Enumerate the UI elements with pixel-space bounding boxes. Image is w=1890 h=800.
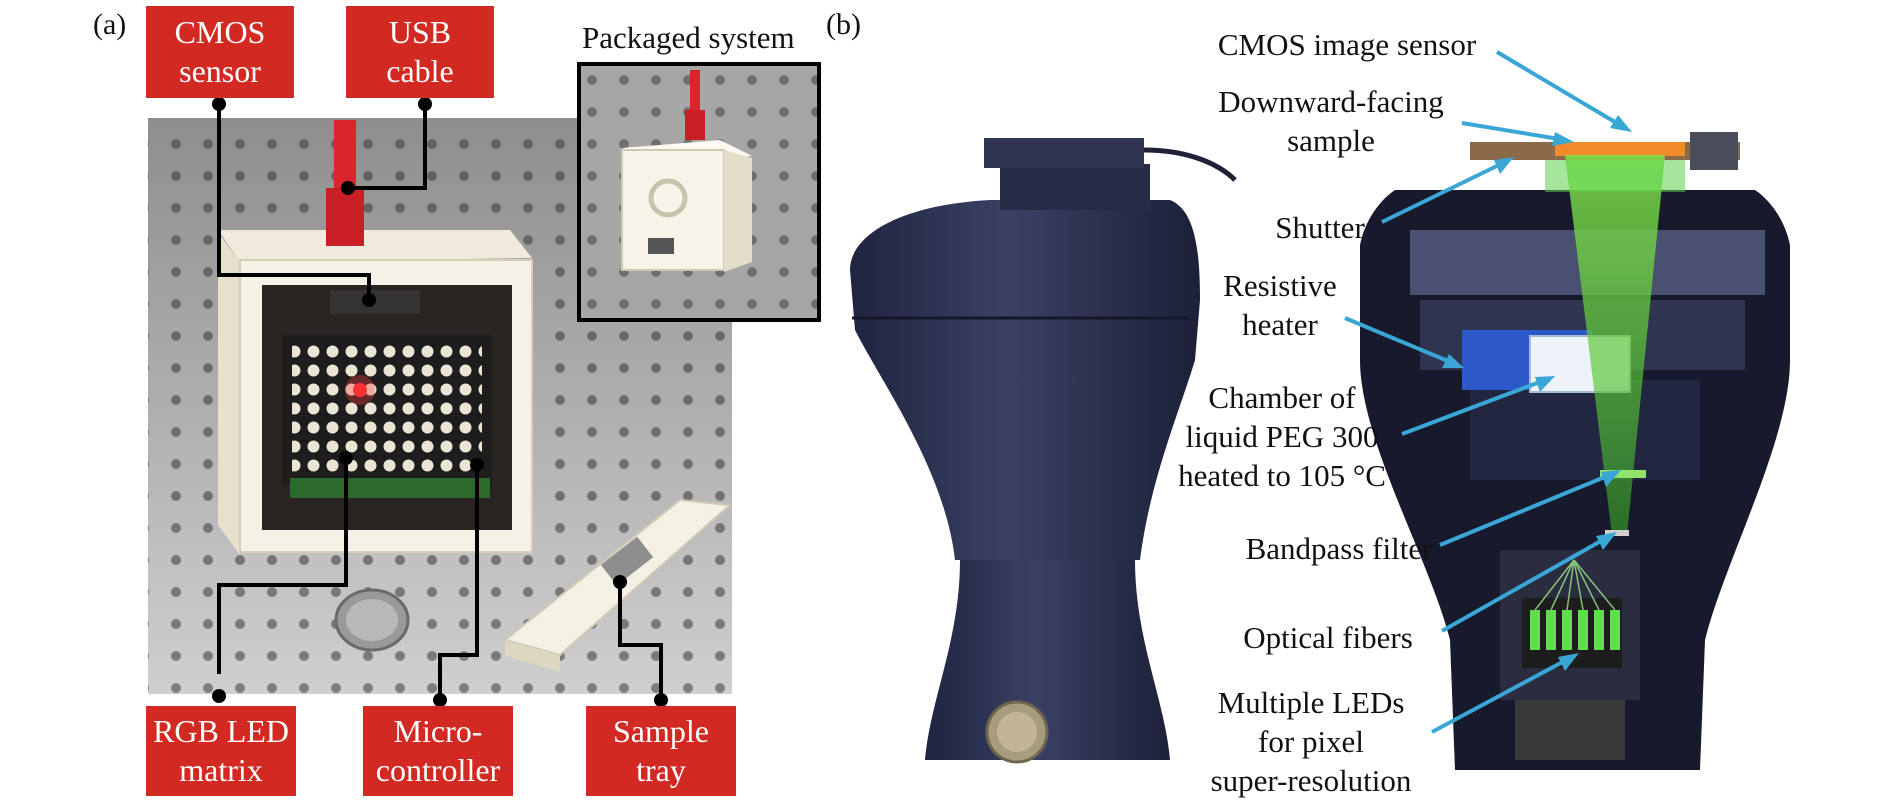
panel-b-leaders — [1344, 50, 1627, 734]
label-usb-cable: USB cable — [346, 6, 494, 98]
packaged-system-inset — [577, 62, 821, 322]
label-shutter: Shutter — [1275, 210, 1365, 245]
label-downward-facing-sample: Downward-facing sample — [1218, 84, 1444, 158]
panel-a-letter: (a) — [93, 8, 127, 41]
label-multiple-leds: Multiple LEDs for pixel super-resolution — [1210, 685, 1412, 798]
label-optical-fibers: Optical fibers — [1243, 620, 1413, 655]
label-rgb-led-matrix: RGB LED matrix — [146, 706, 296, 796]
label-cmos-image-sensor: CMOS image sensor — [1217, 27, 1477, 62]
panel-b-letter: (b) — [826, 8, 861, 41]
label-sample-tray: Sample tray — [586, 706, 736, 796]
label-bandpass-filter: Bandpass filter — [1245, 531, 1433, 566]
label-microcontroller: Micro- controller — [363, 706, 513, 796]
panel-b-arrowheads — [1442, 115, 1632, 671]
label-chamber: Chamber of liquid PEG 300 heated to 105 … — [1178, 380, 1386, 493]
label-cmos-sensor: CMOS sensor — [146, 6, 294, 98]
packaged-system-title: Packaged system — [582, 20, 795, 55]
device-exterior — [850, 138, 1237, 764]
device-cutaway — [1360, 132, 1790, 770]
panel-a-leaders — [217, 104, 663, 700]
panel-a-leader-dots — [212, 97, 668, 707]
label-resistive-heater: Resistive heater — [1223, 268, 1337, 342]
